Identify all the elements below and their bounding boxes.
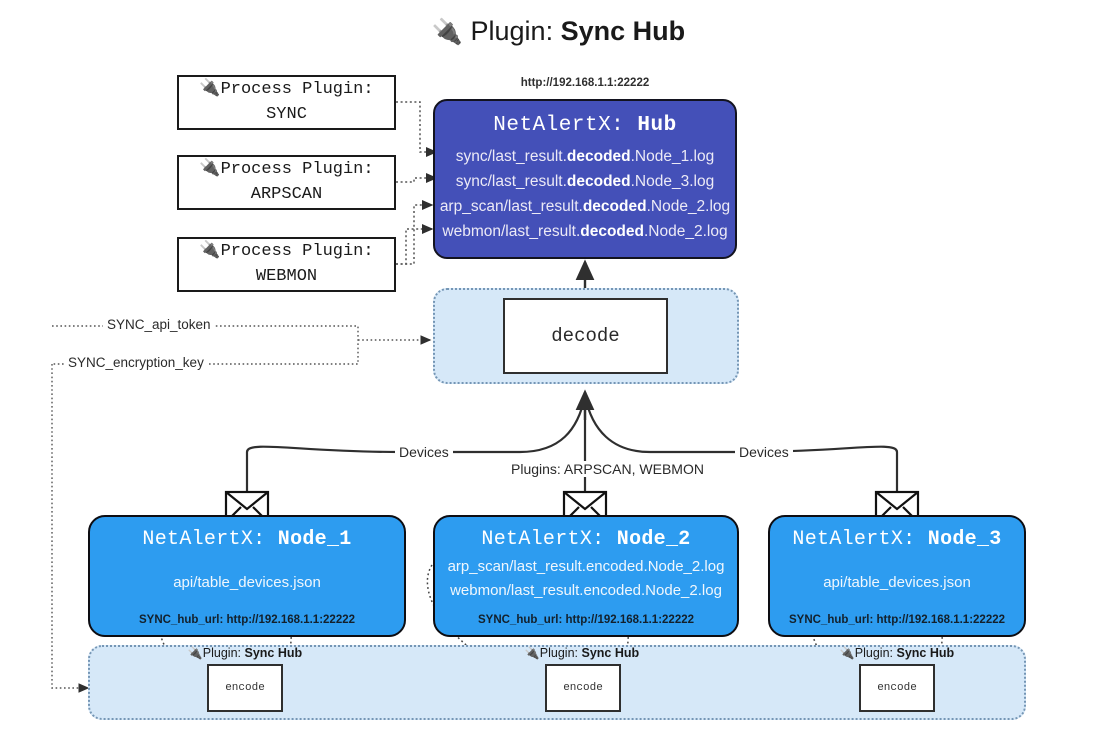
hub-log-line: arp_scan/last_result.decoded.Node_2.log (439, 198, 731, 216)
node-artifact-line: api/table_devices.json (823, 573, 971, 591)
plug-icon: 🔌 (839, 646, 855, 660)
encoder-plugin-label-3: 🔌Plugin: Sync Hub (839, 646, 955, 660)
node-artifact-line: webmon/last_result.encoded.Node_2.log (450, 582, 722, 599)
plug-icon: 🔌 (524, 646, 540, 660)
process-plugin-sync[interactable]: 🔌Process Plugin: SYNC (177, 75, 396, 130)
netalertx-node-1[interactable]: NetAlertX: Node_1 api/table_devices.json… (88, 515, 406, 637)
process-plugin-name: WEBMON (255, 266, 318, 286)
process-plugin-name: SYNC (266, 104, 307, 124)
hub-log-line: sync/last_result.decoded.Node_3.log (455, 173, 715, 191)
process-plugin-webmon[interactable]: 🔌Process Plugin: WEBMON (177, 237, 396, 292)
node-artifact-line: arp_scan/last_result.encoded.Node_2.log (447, 558, 725, 575)
hub-title: NetAlertX: Hub (493, 114, 676, 137)
node-title: NetAlertX: Node_1 (142, 528, 351, 551)
encode-box-1[interactable]: encode (207, 664, 283, 712)
encode-box-3[interactable]: encode (859, 664, 935, 712)
page-title: 🔌 Plugin: Sync Hub (0, 16, 1117, 47)
process-plugin-label: Process Plugin: (220, 241, 374, 261)
hub-url-label: http://192.168.1.1:22222 (520, 77, 650, 89)
decode-label: decode (551, 325, 620, 347)
plug-icon: 🔌 (199, 79, 221, 99)
process-plugin-label: Process Plugin: (220, 79, 374, 99)
plug-icon: 🔌 (431, 18, 463, 46)
edge-label-devices-left: Devices (395, 444, 453, 460)
node-title-prefix: NetAlertX: (792, 528, 916, 551)
hub-log-line: webmon/last_result.decoded.Node_2.log (442, 223, 728, 241)
page-title-prefix: Plugin: (470, 16, 554, 46)
edge-label-devices-right: Devices (735, 444, 793, 460)
node-title: NetAlertX: Node_2 (481, 528, 690, 551)
process-plugin-label: Process Plugin: (220, 159, 374, 179)
node-title: NetAlertX: Node_3 (792, 528, 1001, 551)
node-title-name: Node_3 (927, 528, 1002, 551)
hub-log-line: sync/last_result.decoded.Node_1.log (455, 148, 715, 165)
node-title-name: Node_2 (616, 528, 691, 551)
node-hub-url: SYNC_hub_url: http://192.168.1.1:22222 (477, 614, 695, 626)
netalertx-node-3[interactable]: NetAlertX: Node_3 api/table_devices.json… (768, 515, 1026, 637)
node-title-prefix: NetAlertX: (481, 528, 605, 551)
node-hub-url: SYNC_hub_url: http://192.168.1.1:22222 (788, 614, 1006, 626)
encoder-plugin-label-2: 🔌Plugin: Sync Hub (524, 646, 640, 660)
process-plugin-name: ARPSCAN (250, 184, 323, 204)
hub-title-name: Hub (637, 114, 677, 137)
sync-api-token-label: SYNC_api_token (103, 317, 215, 332)
sync-encryption-key-label: SYNC_encryption_key (64, 355, 208, 370)
hub-title-prefix: NetAlertX: (493, 114, 625, 137)
decode-box[interactable]: decode (503, 298, 668, 374)
edge-label-plugins-center: Plugins: ARPSCAN, WEBMON (507, 461, 708, 477)
node-hub-url: SYNC_hub_url: http://192.168.1.1:22222 (138, 614, 356, 626)
page-title-name: Sync Hub (560, 16, 686, 46)
node-title-name: Node_1 (277, 528, 352, 551)
netalertx-node-2[interactable]: NetAlertX: Node_2 arp_scan/last_result.e… (433, 515, 739, 637)
process-plugin-arpscan[interactable]: 🔌Process Plugin: ARPSCAN (177, 155, 396, 210)
node-title-prefix: NetAlertX: (142, 528, 266, 551)
encoder-plugin-label-1: 🔌Plugin: Sync Hub (187, 646, 303, 660)
encode-box-2[interactable]: encode (545, 664, 621, 712)
node-artifact-line: api/table_devices.json (173, 573, 321, 591)
plug-icon: 🔌 (187, 646, 203, 660)
hub-box[interactable]: NetAlertX: Hub sync/last_result.decoded.… (433, 99, 737, 259)
plug-icon: 🔌 (199, 159, 221, 179)
plug-icon: 🔌 (199, 241, 221, 261)
